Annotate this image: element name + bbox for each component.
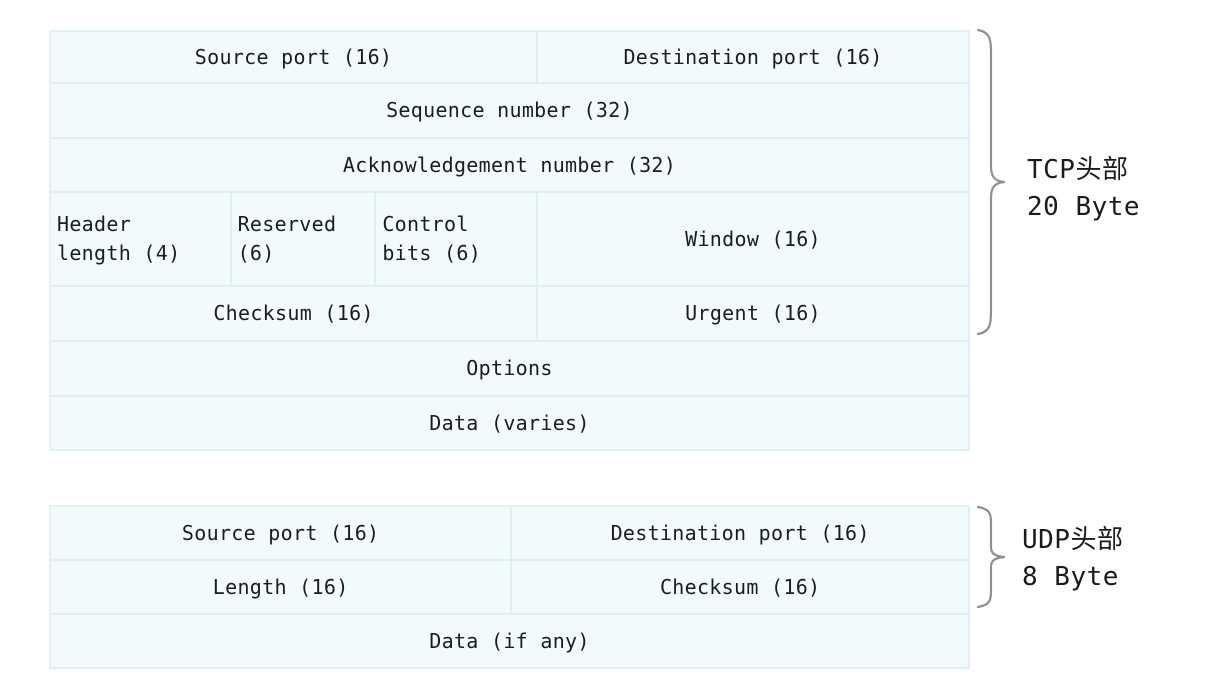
tcp-cell-header-length: Header length (4)	[51, 193, 232, 285]
tcp-row-data: Data (varies)	[51, 397, 970, 451]
tcp-cell-acknowledgement-number: Acknowledgement number (32)	[51, 139, 970, 191]
tcp-header-table: Source port (16) Destination port (16) S…	[49, 30, 970, 451]
udp-row-ports: Source port (16) Destination port (16)	[51, 507, 970, 561]
tcp-row-ports: Source port (16) Destination port (16)	[51, 32, 970, 84]
udp-header-table: Source port (16) Destination port (16) L…	[49, 505, 970, 669]
tcp-cell-sequence-number: Sequence number (32)	[51, 84, 970, 137]
udp-row-length-checksum: Length (16) Checksum (16)	[51, 561, 970, 615]
tcp-cell-window: Window (16)	[538, 193, 970, 285]
udp-cell-length: Length (16)	[51, 561, 513, 613]
udp-row-data: Data (if any)	[51, 615, 970, 669]
tcp-cell-checksum: Checksum (16)	[51, 287, 539, 340]
tcp-cell-options: Options	[51, 342, 970, 395]
udp-cell-source-port: Source port (16)	[51, 507, 513, 559]
tcp-brace	[972, 26, 1008, 338]
tcp-row-sequence-number: Sequence number (32)	[51, 84, 970, 139]
udp-cell-destination-port: Destination port (16)	[512, 507, 970, 559]
tcp-row-acknowledgement-number: Acknowledgement number (32)	[51, 139, 970, 193]
udp-cell-data: Data (if any)	[51, 615, 970, 667]
udp-annotation-label: UDP头部 8 Byte	[1022, 525, 1124, 592]
udp-cell-checksum: Checksum (16)	[512, 561, 970, 613]
tcp-brace-icon	[976, 28, 1006, 336]
tcp-cell-destination-port: Destination port (16)	[538, 32, 970, 82]
tcp-row-checksum-urgent: Checksum (16) Urgent (16)	[51, 287, 970, 342]
tcp-cell-reserved: Reserved (6)	[231, 193, 377, 285]
tcp-cell-urgent: Urgent (16)	[538, 287, 970, 340]
tcp-cell-data: Data (varies)	[51, 397, 970, 449]
udp-brace-icon	[976, 505, 1006, 609]
tcp-row-flags: Header length (4) Reserved (6) Control b…	[51, 193, 970, 287]
tcp-cell-control-bits: Control bits (6)	[376, 193, 539, 285]
udp-brace	[972, 503, 1008, 611]
tcp-cell-source-port: Source port (16)	[51, 32, 539, 82]
tcp-row-options: Options	[51, 342, 970, 397]
tcp-annotation-label: TCP头部 20 Byte	[1027, 155, 1141, 222]
